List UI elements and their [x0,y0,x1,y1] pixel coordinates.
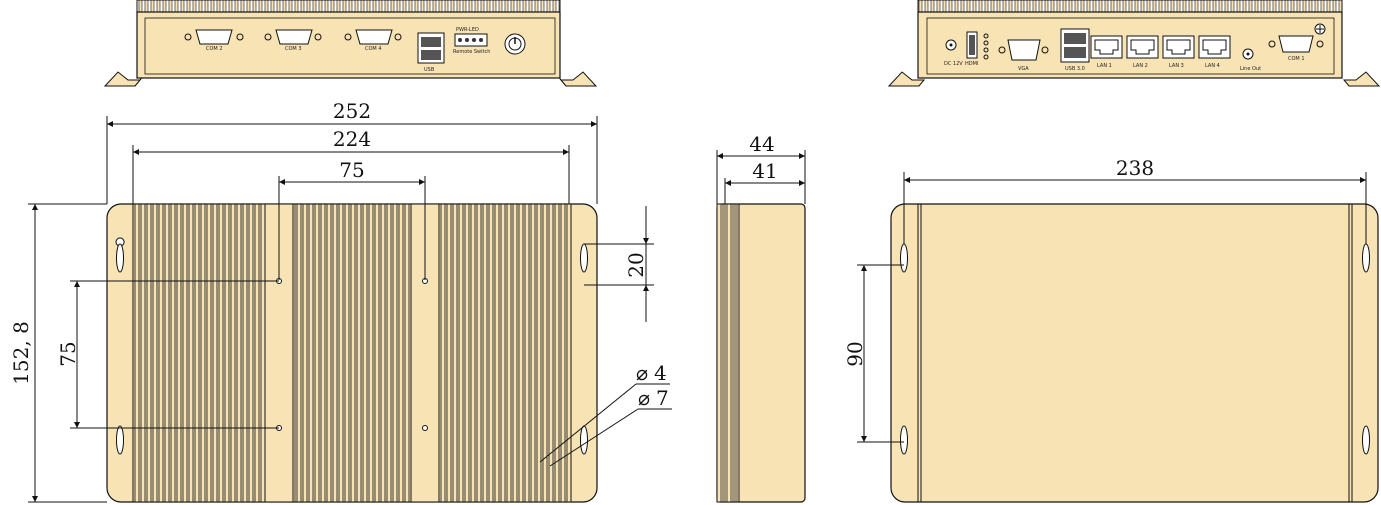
com2-label: COM 2 [206,46,223,52]
lan1-label: LAN 1 [1097,63,1112,69]
dim-overall-depth: 152, 8 [9,321,33,385]
com3-label: COM 3 [285,46,302,52]
com3-port: COM 3 [264,29,322,52]
bottom-view [890,203,1379,503]
vga-port: VGA [998,39,1049,72]
side-view [716,203,806,503]
dim-bottom-slot-spacing: 90 [843,341,867,366]
dimension-75-horizontal: 75 [278,158,426,280]
dimension-152-8: 152, 8 [9,203,107,503]
usb-port-pair: USB [417,32,445,73]
com2-port: COM 2 [184,29,244,52]
lan-ports: LAN 1 LAN 2 LAN 3 LAN 4 [1090,35,1231,69]
dim-hole-spacing-x: 75 [339,158,364,182]
terminal-block: PWR-LED Remote Switch [453,27,490,55]
hdmi-port: HDMI [965,31,989,67]
lan2-label: LAN 2 [1133,63,1148,69]
ground-screw-icon [1314,23,1326,35]
com1-label: COM 1 [1288,56,1305,62]
dim-hole-large: 7 [656,386,669,410]
line-out-jack: Line Out [1240,48,1261,72]
com4-port: COM 4 [344,29,402,52]
dimension-44: 44 [716,132,806,204]
rear-panel-view: DC 12V HDMI VGA USB 3.0 LAN 1 LA [887,0,1381,87]
dim-hole-small: 4 [654,361,667,385]
line-out-label: Line Out [1240,66,1261,72]
lan3-label: LAN 3 [1169,63,1184,69]
diameter-symbol-7: ⌀ [638,386,650,410]
pwr-led-label: PWR-LED [456,27,479,33]
dim-side-total: 44 [749,132,774,156]
dim-overall-width: 252 [333,99,371,123]
diameter-symbol-4: ⌀ [636,361,648,385]
usb-label: USB [424,67,435,73]
vga-label: VGA [1018,66,1029,72]
dimension-diameters: ⌀ 4 ⌀ 7 [539,361,672,467]
dim-bottom-width: 238 [1116,156,1154,180]
lan4-label: LAN 4 [1205,63,1220,69]
usb3-port-pair: USB 3.0 [1060,28,1090,72]
com4-label: COM 4 [365,46,382,52]
top-view [106,203,598,503]
com1-port: COM 1 [1268,35,1324,62]
dimension-90: 90 [843,264,904,443]
remote-switch-label: Remote Switch [453,49,490,55]
dim-side-body: 41 [752,159,777,183]
dimension-252: 252 [106,99,598,204]
usb3-label: USB 3.0 [1065,66,1085,72]
dimension-20: 20 [584,206,654,322]
dim-mount-width: 224 [333,127,371,151]
front-panel-view: COM 2 COM 3 COM 4 USB PWR-LED Remote Swi… [103,0,598,87]
dimension-238: 238 [903,156,1367,244]
dim-hole-spacing-y: 75 [56,341,80,366]
dimension-41: 41 [724,159,805,204]
dimension-75-vertical: 75 [56,280,279,429]
power-button-icon [504,33,526,55]
dimension-224: 224 [132,127,570,204]
dc-label: DC 12V [944,61,963,67]
dc-jack: DC 12V [944,39,963,67]
dim-slot-height: 20 [624,252,648,277]
keyhole-slot-icon [115,237,588,455]
hdmi-label: HDMI [965,61,978,67]
